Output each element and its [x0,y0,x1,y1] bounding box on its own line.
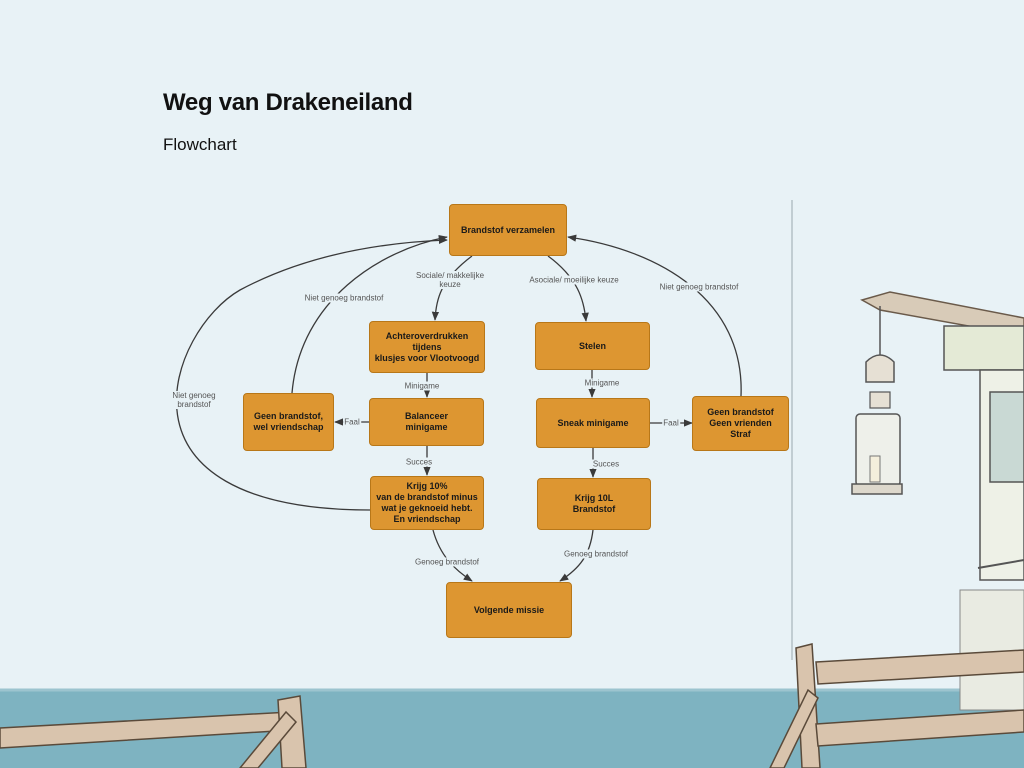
edge-label-sociale: Sociale/ makkelijke keuze [414,271,486,289]
node-achteroverdrukken: Achteroverdrukken tijdens klusjes voor V… [369,321,485,373]
edge-label-faal-right: Faal [662,418,680,428]
node-krijg-10-procent: Krijg 10% van de brandstof minus wat je … [370,476,484,530]
edge-genoeg-left [432,529,473,582]
edge-label-niet-genoeg-outer: Niet genoeg brandstof [171,391,217,409]
edge-geen-vrienden-loop [567,234,742,397]
slide-subtitle: Flowchart [163,135,237,154]
node-balanceer-minigame: Balanceer minigame [369,398,484,446]
node-geen-brandstof: Geen brandstof, wel vriendschap [243,393,334,451]
edge-sociale [431,255,473,321]
node-krijg-10l: Krijg 10L Brandstof [537,478,651,530]
edge-label-faal-left: Faal [343,417,361,427]
node-brandstof-verzamelen: Brandstof verzamelen [449,204,567,256]
node-sneak-minigame: Sneak minigame [536,398,650,448]
edge-label-genoeg-left: Genoeg brandstof [413,557,481,567]
edge-label-minigame-left: Minigame [403,381,441,391]
edge-geen-brandstof-loop [291,234,448,394]
edge-genoeg-right [559,529,594,582]
edge-label-succes-left: Succes [404,457,434,467]
house-illustration [860,291,1024,711]
edge-krijg10-loop [175,236,448,511]
node-volgende-missie: Volgende missie [446,582,572,638]
fence-illustration [0,643,1024,768]
edge-label-asociale: Asociale/ moeilijke keuze [528,275,620,285]
edge-label-niet-genoeg-right: Niet genoeg brandstof [658,282,740,292]
edge-label-niet-genoeg-left: Niet genoeg brandstof [303,293,385,303]
edge-label-succes-right: Succes [591,459,621,469]
edge-asociale [547,255,589,322]
lantern-illustration [851,306,903,495]
node-geen-vrienden: Geen brandstof Geen vrienden Straf [692,396,789,451]
slide-title: Weg van Drakeneiland [163,89,413,116]
edge-label-genoeg-right: Genoeg brandstof [562,549,630,559]
edge-label-minigame-right: Minigame [583,378,621,388]
node-stelen: Stelen [535,322,650,370]
